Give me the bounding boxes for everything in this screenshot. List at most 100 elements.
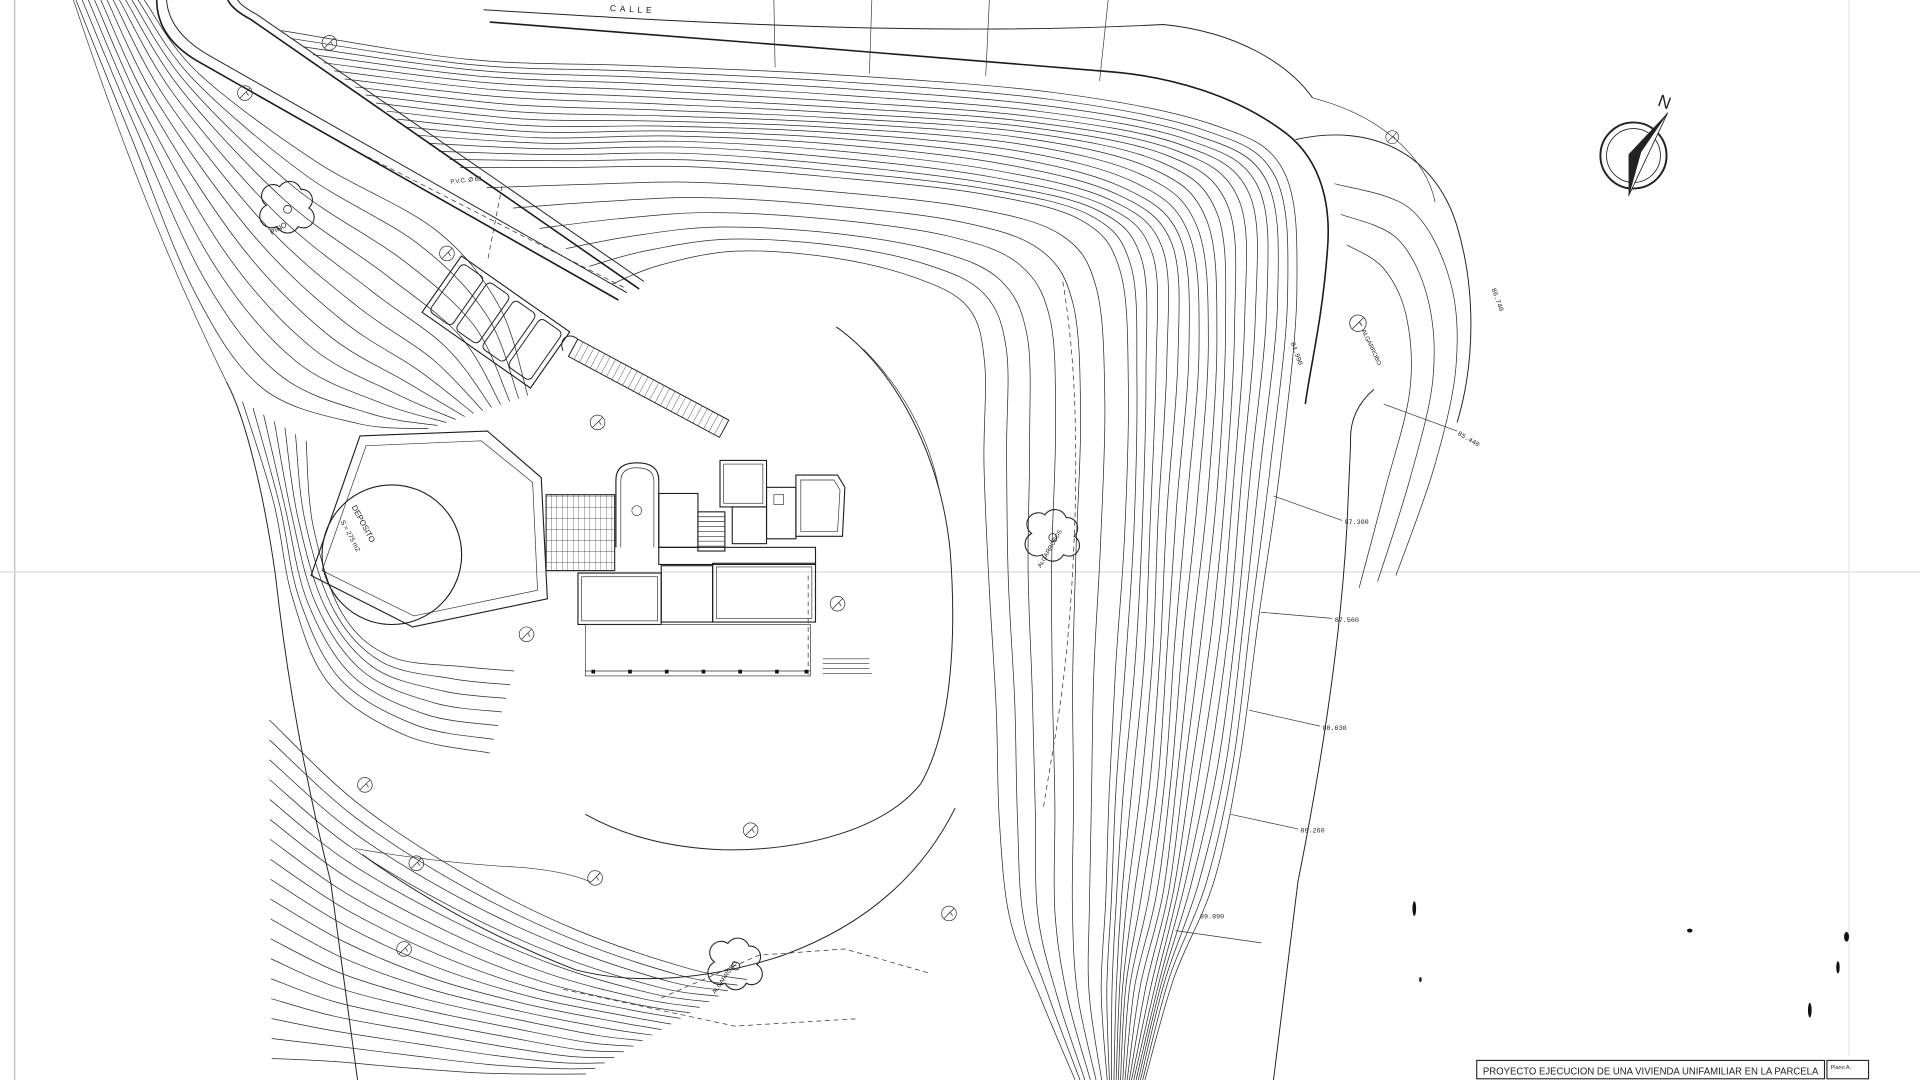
elevation-leaders [1175, 403, 1458, 944]
ink-speck [1419, 977, 1422, 983]
contour-line [271, 1018, 605, 1064]
house-room [795, 474, 846, 537]
pipe-line [367, 156, 628, 290]
leader-line [1175, 930, 1262, 944]
house-room-inner [715, 566, 813, 619]
contour-line [119, 0, 492, 408]
contour-line [271, 998, 615, 1058]
contour-line [355, 86, 1227, 1080]
contour-line [270, 918, 653, 1036]
contour-line [486, 181, 1106, 1080]
house-room-inner [800, 479, 841, 532]
contour-line [1340, 213, 1435, 582]
contour-line [1334, 183, 1458, 576]
ink-speck [1844, 931, 1849, 942]
leader-line [1230, 813, 1299, 830]
house-room-inner [723, 463, 764, 504]
parking-area [421, 255, 571, 389]
lot-line [773, 0, 776, 68]
contour-line [449, 159, 1138, 1080]
scan-specks [1412, 901, 1849, 1018]
contour-line [137, 0, 520, 399]
contour-line [365, 94, 1218, 1080]
contour-line [612, 250, 1076, 1080]
north-arrow-needle [1628, 112, 1668, 196]
contour-line [75, 0, 429, 429]
ink-speck [1836, 961, 1840, 974]
contour-line [242, 401, 490, 754]
contour-line [106, 0, 474, 414]
lot-lines [73, 0, 1375, 1080]
driveway: P.V.C. Ø 63 [155, 0, 645, 301]
platform-edges [355, 281, 1077, 1027]
street-edge [483, 9, 1314, 99]
house-fixture [631, 505, 642, 516]
contour-line [589, 238, 1081, 1080]
pergola [545, 494, 616, 572]
pipe-line [486, 186, 503, 263]
contour-line [323, 62, 1258, 1080]
house-room-inner [581, 576, 658, 622]
leader-line [1273, 495, 1343, 521]
contour-line [269, 779, 719, 997]
parking-space [508, 319, 562, 380]
contour-line [270, 938, 643, 1042]
platform-edge [585, 326, 954, 851]
contour-line [565, 226, 1086, 1080]
platform-edge [362, 807, 956, 980]
contour-line [269, 739, 738, 986]
elevation-label: 89.890 [1200, 913, 1224, 921]
street: CALLE [483, 3, 1472, 423]
house-terrace [584, 624, 811, 677]
dashed-line [563, 989, 858, 1027]
house-room [712, 562, 817, 623]
tank-circle [321, 484, 463, 626]
contour-line [284, 427, 507, 699]
title-block-box [1476, 1059, 1826, 1080]
contour-line [270, 978, 624, 1053]
contour-line [397, 118, 1190, 1080]
cul-de-sac-edge [1295, 134, 1472, 423]
house-fixture [773, 494, 785, 505]
house-bay-room-inner [620, 467, 655, 548]
contour-line [295, 434, 511, 686]
contour-line [269, 719, 748, 980]
lot-line [985, 0, 990, 76]
tank-enclosure [310, 430, 548, 628]
house-stair-treads [697, 516, 725, 547]
lot-line [869, 0, 873, 74]
contour-line [539, 212, 1091, 1080]
sheet-number: Plano A. [1831, 1065, 1852, 1071]
contour-line [269, 759, 729, 992]
contour-line [418, 134, 1169, 1080]
garden-steps [822, 658, 872, 674]
contour-line [263, 414, 499, 727]
ink-speck [1687, 928, 1693, 933]
contour-line [292, 38, 1289, 1080]
street-edge [489, 21, 1329, 405]
contour-line [252, 408, 494, 740]
house-bay-room [615, 462, 660, 548]
contour-line [273, 421, 503, 713]
contour-line [281, 30, 1298, 1080]
parking-space [456, 282, 510, 344]
contour-line [125, 0, 502, 405]
contour-line [313, 54, 1269, 1080]
dashed-line [1042, 281, 1077, 809]
north-arrow-needle-half [1628, 112, 1669, 197]
stair-landing [561, 335, 579, 351]
driveway-edge [155, 0, 619, 301]
contour-line [94, 0, 456, 420]
contour-line [334, 70, 1247, 1080]
leader-line [1261, 611, 1333, 619]
contour-line [143, 0, 529, 396]
property-boundary-northwest [73, 0, 227, 383]
street-label: CALLE [610, 3, 656, 15]
contour-line [270, 859, 681, 1019]
contour-line [428, 143, 1159, 1080]
dashed-line [661, 948, 931, 999]
property-boundary-west [226, 381, 359, 1080]
exterior-stair [561, 335, 730, 439]
tank-enclosure-inner [321, 440, 538, 617]
